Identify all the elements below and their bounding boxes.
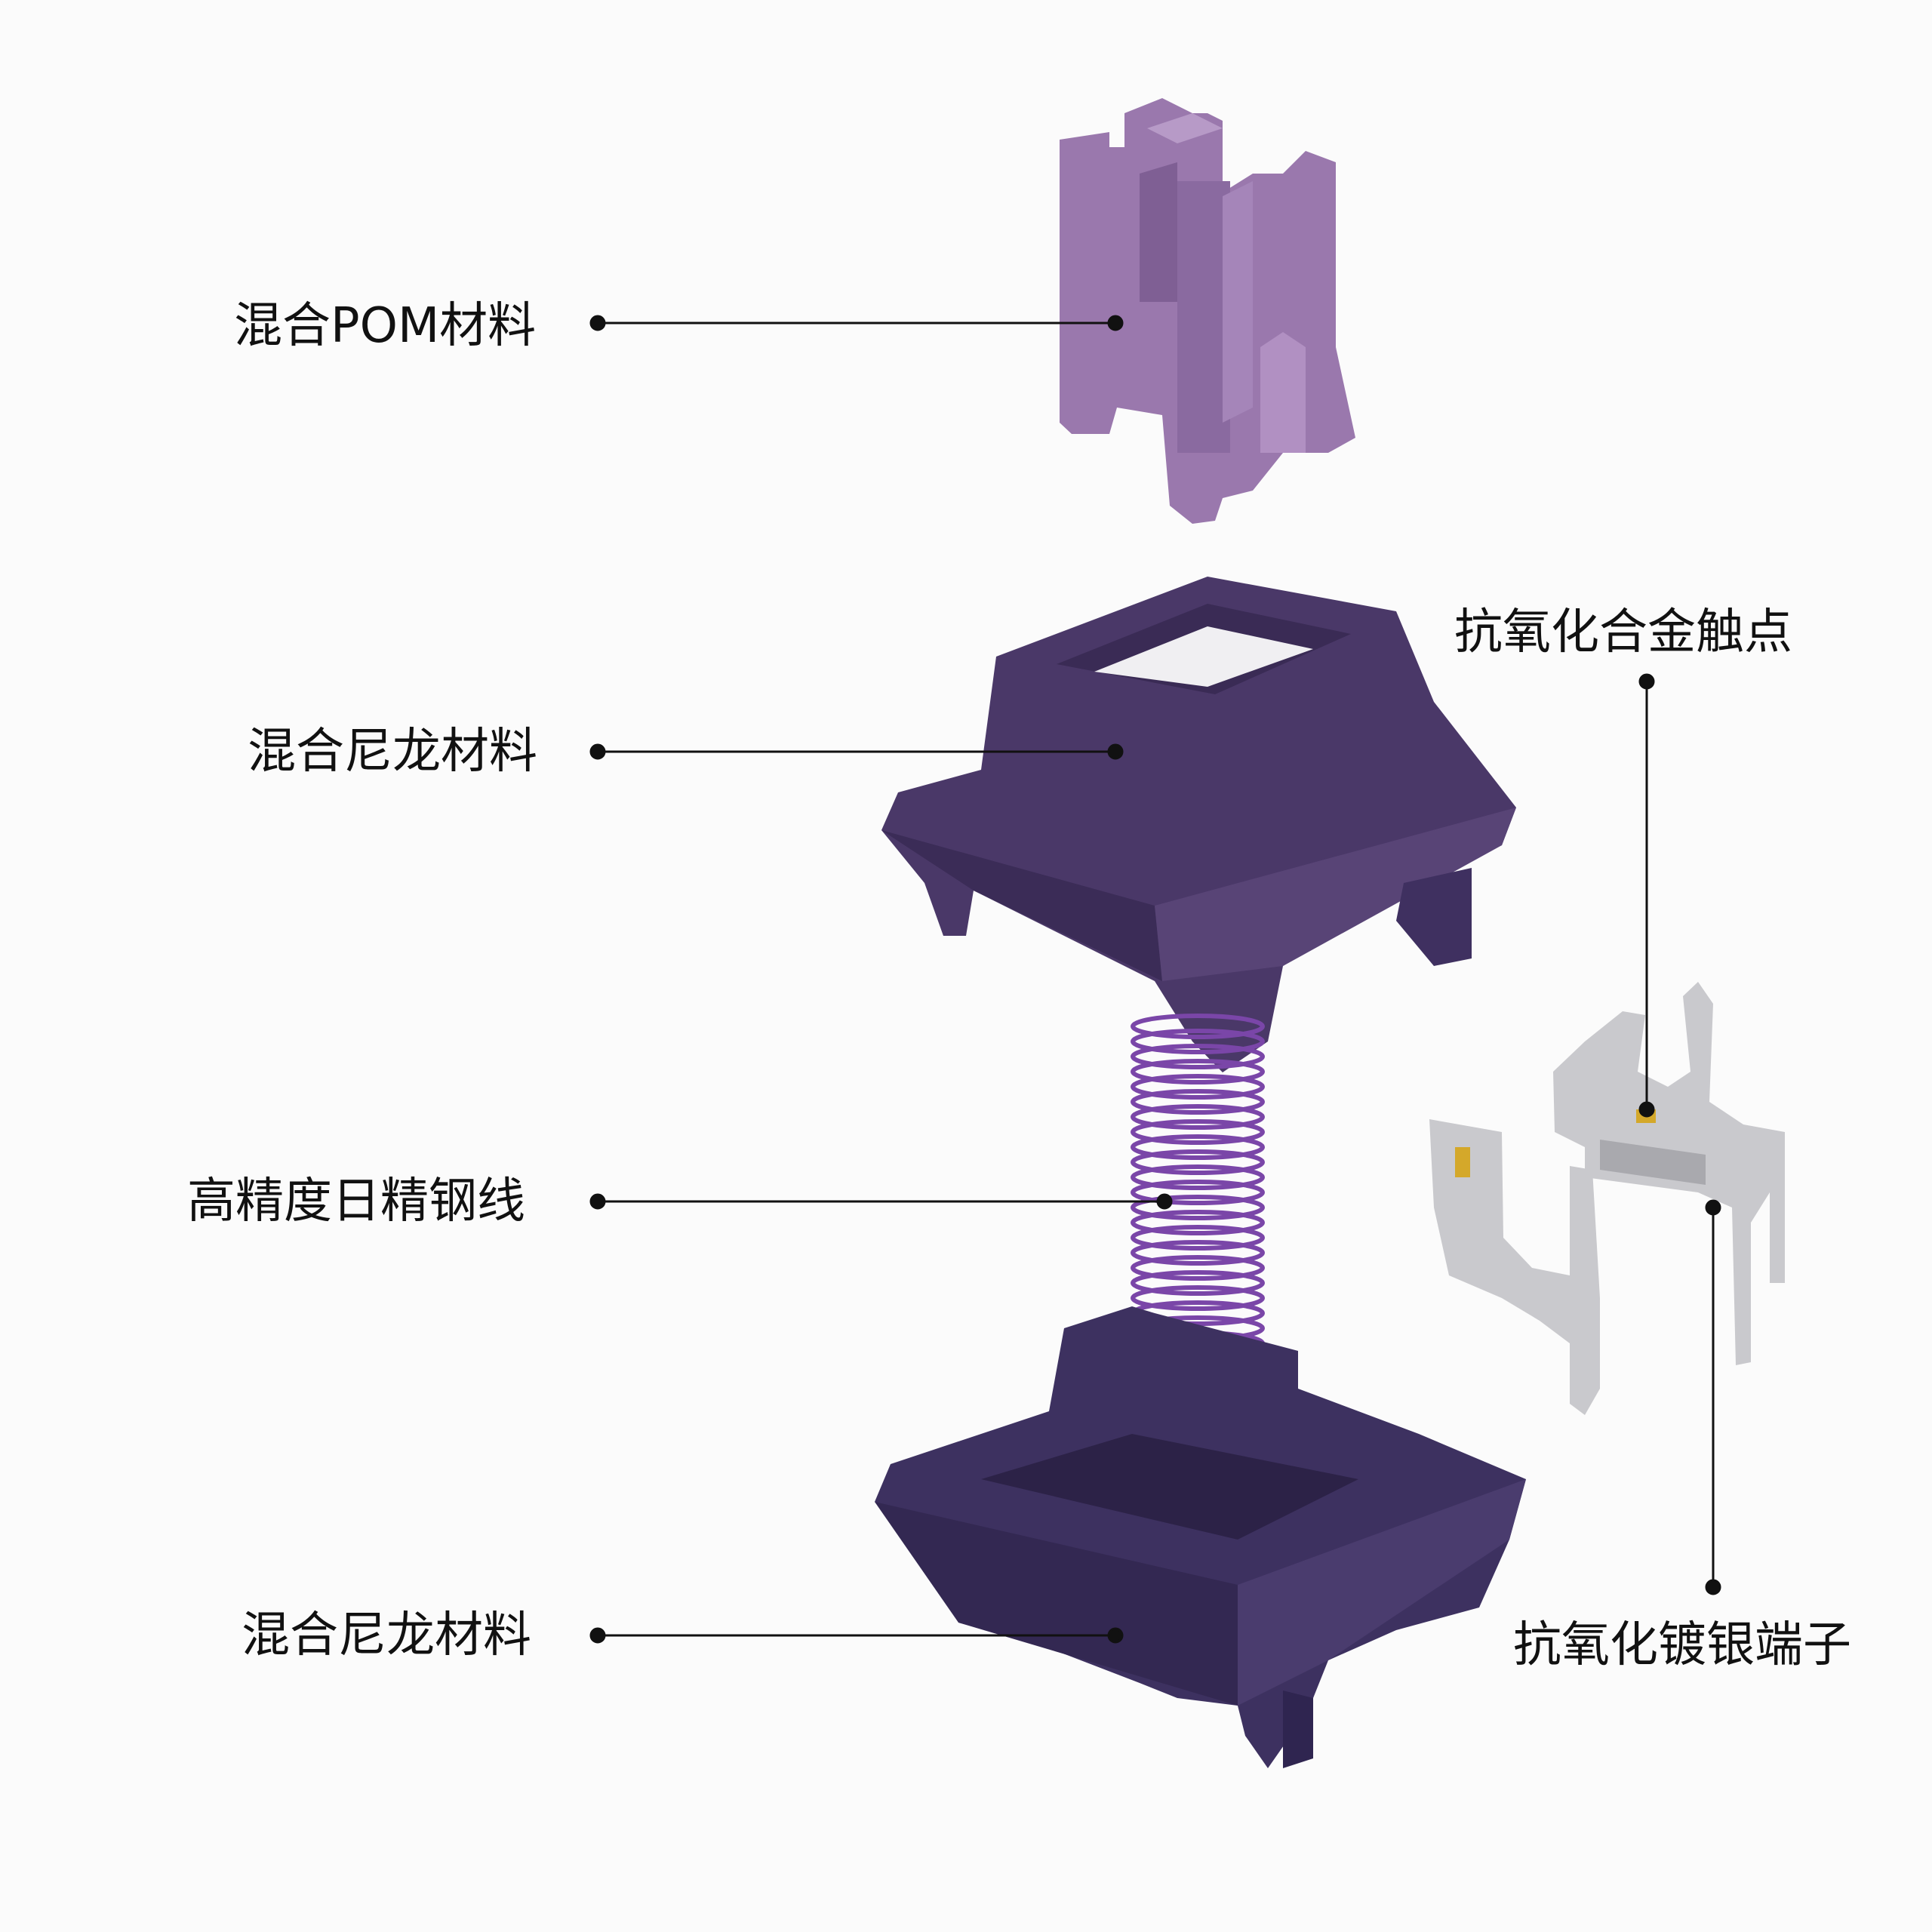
spring-coil xyxy=(1131,1149,1265,1175)
label-bottom-housing-material: 混合尼龙材料 xyxy=(242,1607,531,1663)
spring-coil xyxy=(1131,1240,1265,1266)
spring-coil xyxy=(1131,1180,1265,1205)
spring-coil xyxy=(1131,1164,1265,1190)
spring-coil xyxy=(1131,1029,1265,1054)
label-contact-point: 抗氧化合金触点 xyxy=(1454,605,1792,660)
leader-lines xyxy=(589,315,1721,1644)
spring-coil xyxy=(1131,1044,1265,1069)
contact-terminal-left xyxy=(1429,1119,1600,1415)
spring-coil xyxy=(1131,1225,1265,1251)
spring-coil xyxy=(1131,1210,1265,1235)
spring-coil xyxy=(1131,1104,1265,1130)
top-housing-part xyxy=(881,577,1516,1072)
stem-part xyxy=(1060,98,1355,524)
spring-coil xyxy=(1131,1255,1265,1281)
spring-coil xyxy=(1131,1195,1265,1220)
spring-coil xyxy=(1131,1089,1265,1115)
spring-coil xyxy=(1131,1059,1265,1084)
spring-coil xyxy=(1131,1074,1265,1100)
label-top-housing-material: 混合尼龙材料 xyxy=(248,724,537,780)
spring-coil xyxy=(1131,1270,1265,1296)
label-spring-material: 高精度日精钢线 xyxy=(187,1174,525,1229)
label-terminal: 抗氧化镀银端子 xyxy=(1513,1617,1851,1673)
spring-coil xyxy=(1131,1134,1265,1160)
spring-coil xyxy=(1131,1014,1265,1039)
bottom-housing-part xyxy=(875,1306,1526,1768)
label-stem-material: 混合POM材料 xyxy=(234,298,537,354)
spring-coil xyxy=(1131,1119,1265,1145)
spring-coil xyxy=(1131,1285,1265,1311)
